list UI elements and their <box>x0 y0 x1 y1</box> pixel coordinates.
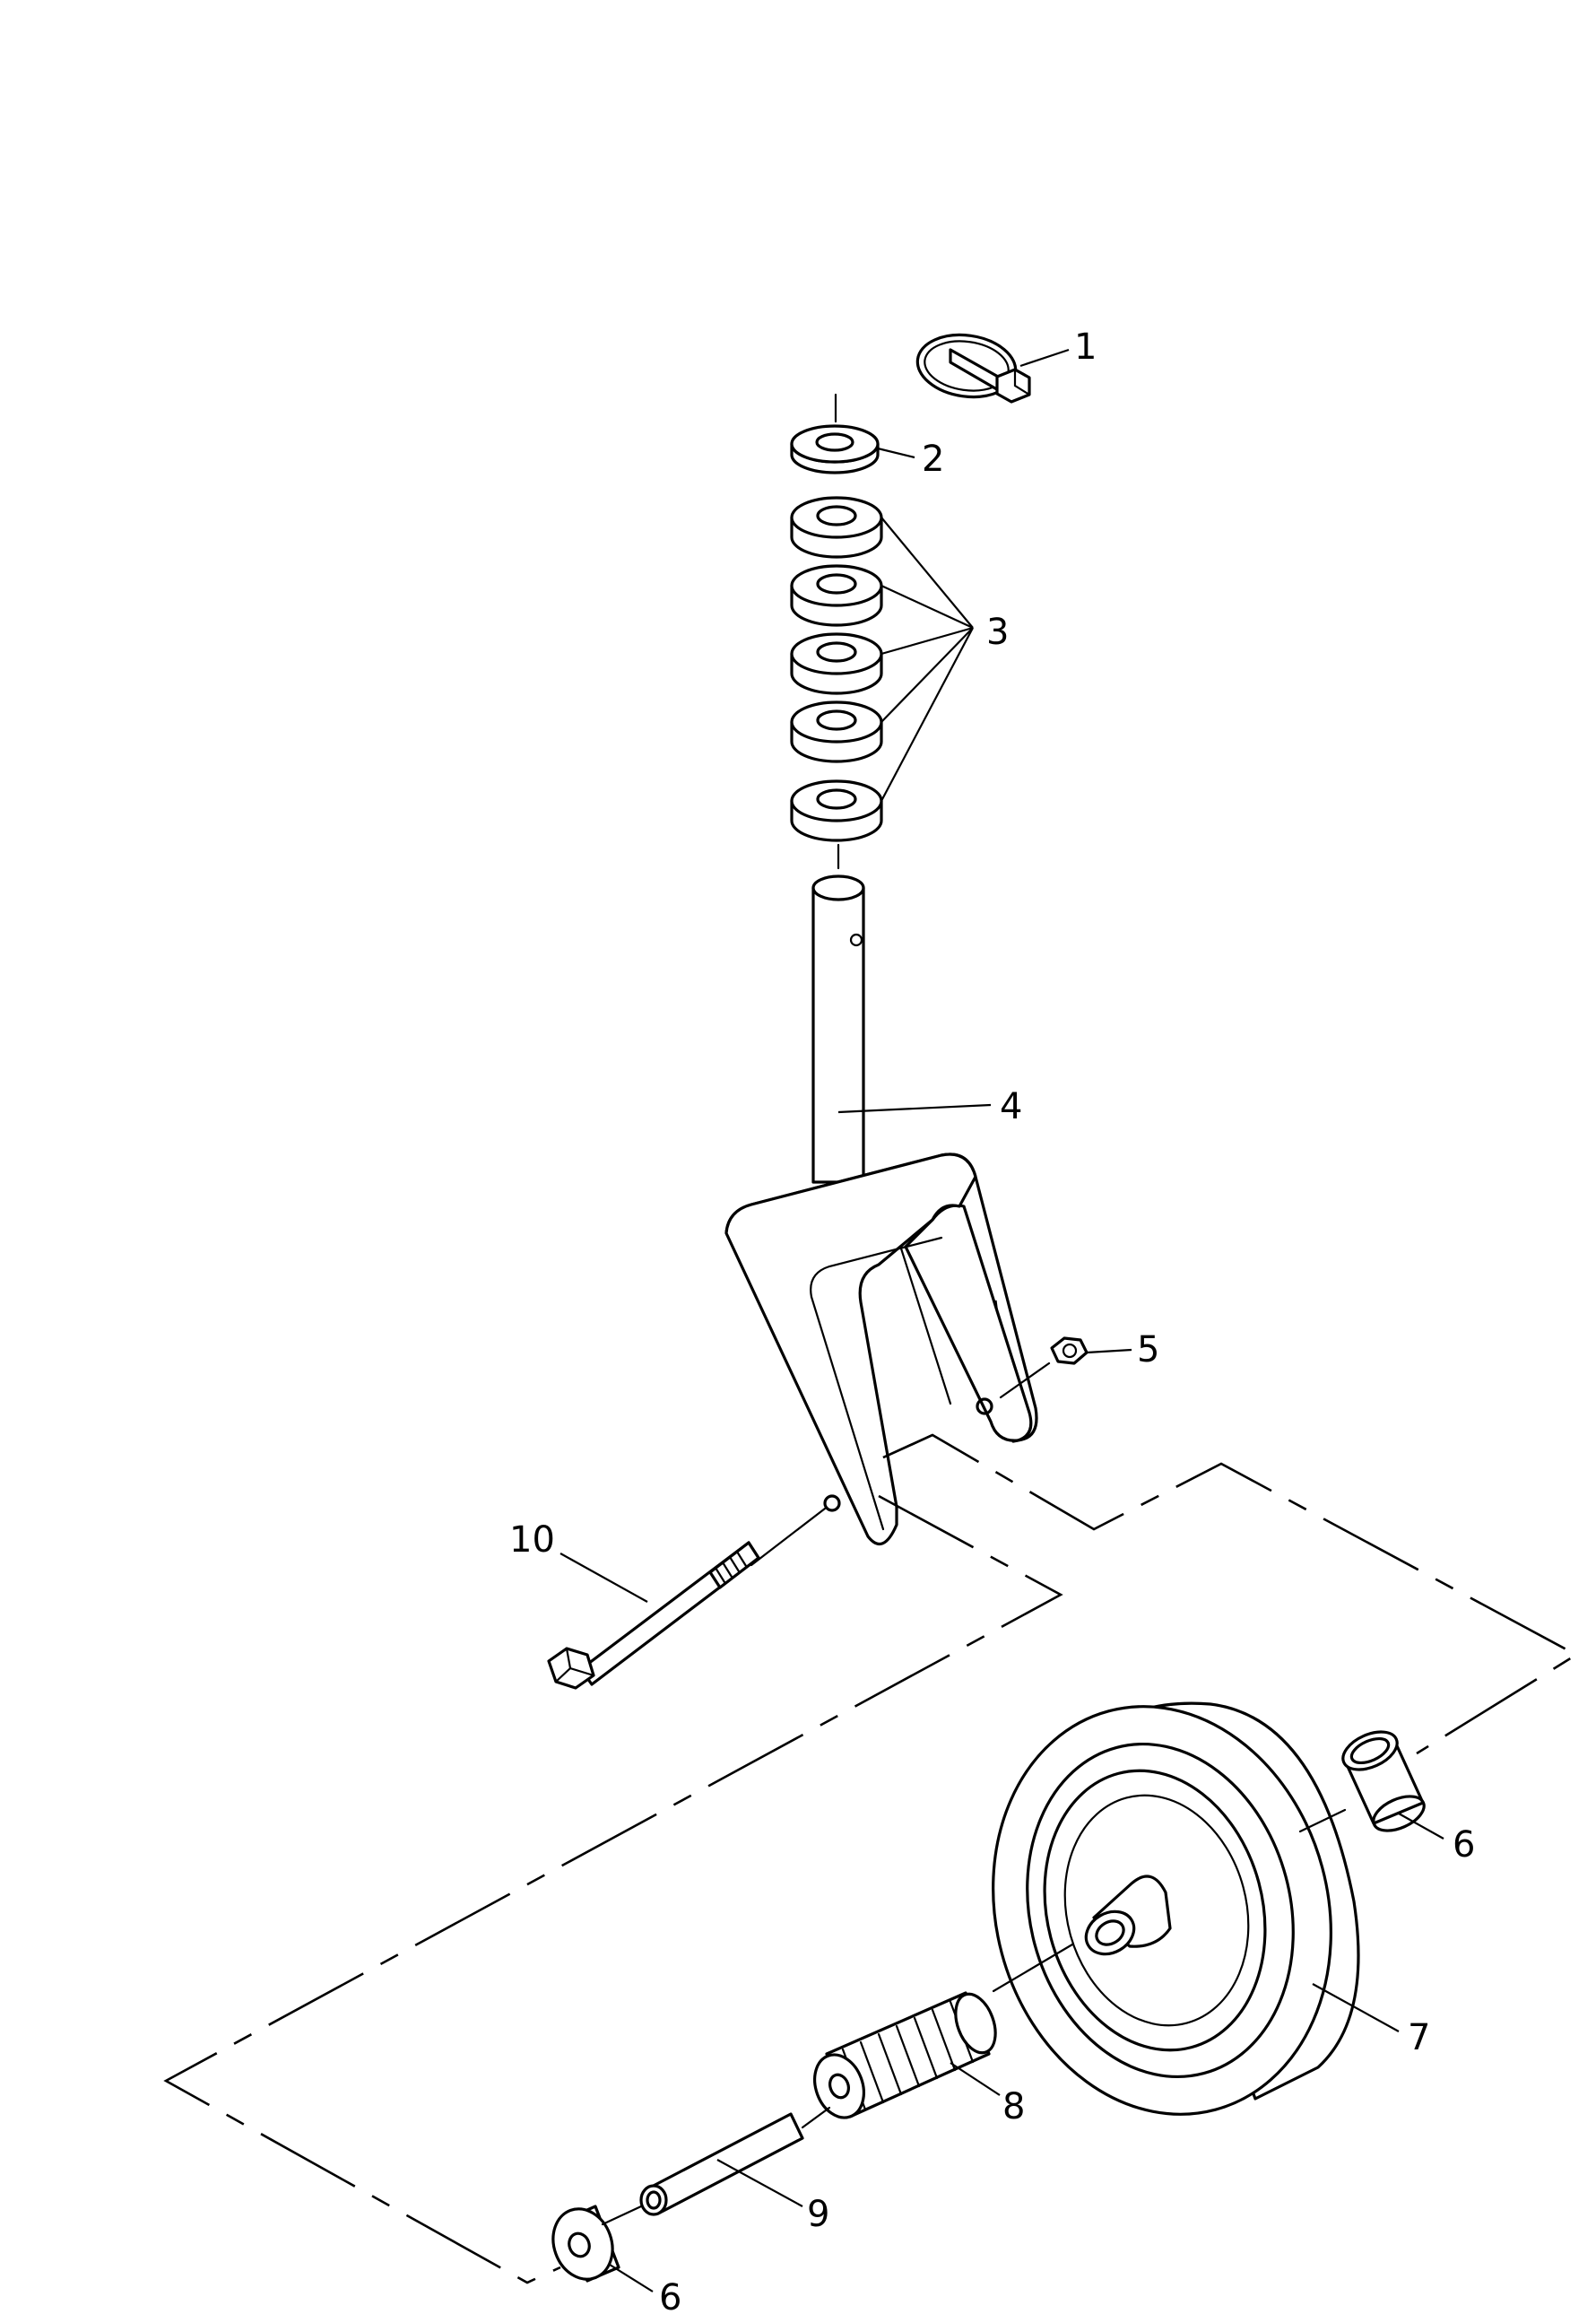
callout-labels: 1 2 3 4 5 6 7 8 9 6 10 <box>509 326 1475 2314</box>
hex-nut-part <box>1050 1336 1089 1365</box>
callout-6-right: 6 <box>1453 1824 1475 1866</box>
wheel-part <box>992 1701 1360 2116</box>
callout-2: 2 <box>922 439 944 480</box>
spacer-washer-4 <box>790 700 883 763</box>
callout-4: 4 <box>1000 1086 1022 1127</box>
spacer-washer-stack <box>790 496 883 870</box>
callout-6-left: 6 <box>659 2277 681 2314</box>
top-washer-part <box>790 393 880 474</box>
wheel-bearing-right-part <box>1341 1730 1426 1832</box>
callout-5: 5 <box>1137 1329 1159 1370</box>
spacer-washer-1 <box>790 496 883 559</box>
spacer-tube-part <box>639 2112 804 2216</box>
callout-3: 3 <box>986 612 1009 653</box>
callout-leaders <box>559 348 1444 2292</box>
callout-8: 8 <box>1002 2086 1025 2127</box>
callout-1: 1 <box>1074 326 1097 368</box>
washer-left-part <box>551 2205 620 2283</box>
axle-bolt-part <box>547 1541 760 1690</box>
fork-with-stem-part <box>724 874 1038 1546</box>
callout-10: 10 <box>509 1519 555 1561</box>
lynch-pin-part <box>915 333 1031 404</box>
spacer-washer-3 <box>790 632 883 695</box>
spacer-washer-2 <box>790 564 883 627</box>
callout-7: 7 <box>1408 2017 1430 2058</box>
roller-bearing-part <box>813 1991 997 2119</box>
callout-9: 9 <box>807 2194 829 2235</box>
assembly-lines <box>163 1361 1579 2284</box>
spacer-washer-5 <box>790 779 883 842</box>
